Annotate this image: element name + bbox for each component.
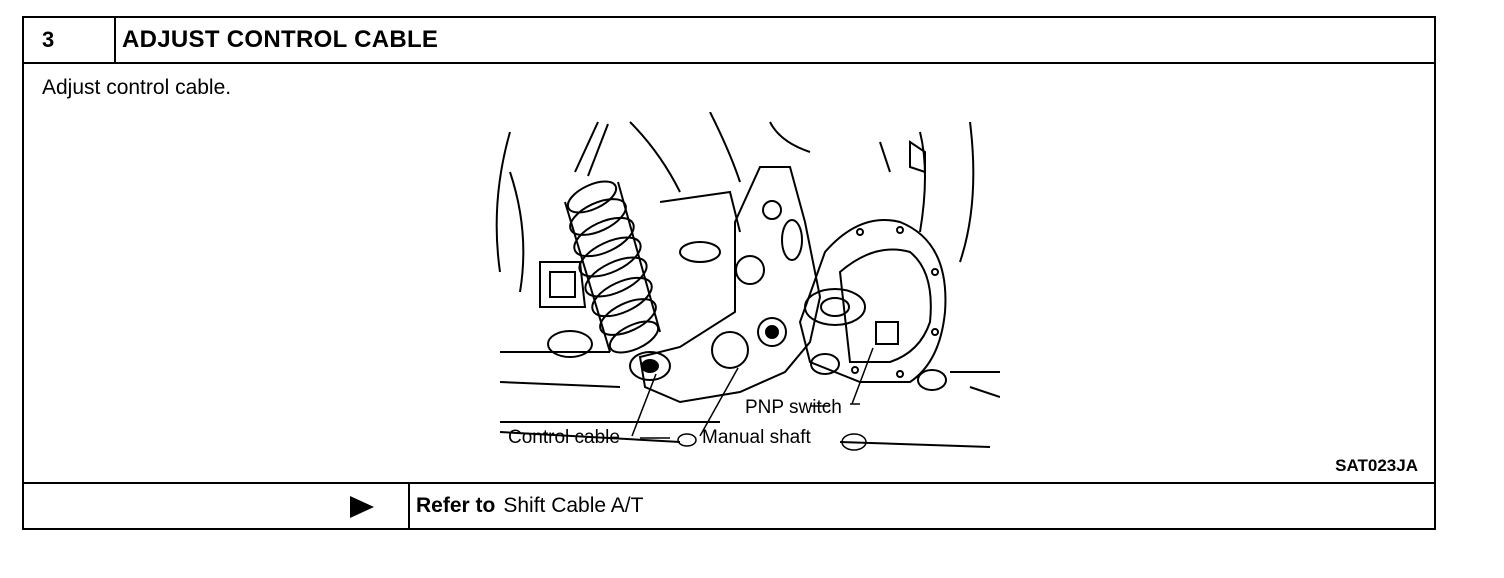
step-body-row: Adjust control cable. <box>24 64 1434 484</box>
label-control-cable: Control cable <box>508 427 620 448</box>
reference-text: Refer to Shift Cable A/T <box>416 484 643 528</box>
manual-shaft-lever <box>638 166 822 404</box>
control-cable-illustration: PNP switch Control cable Manual shaft <box>495 112 1000 451</box>
control-cable-boot <box>564 121 671 381</box>
procedure-table: 3 ADJUST CONTROL CABLE Adjust control ca… <box>22 16 1436 530</box>
pnp-switch-plate <box>798 219 947 391</box>
step-number: 3 <box>24 18 116 62</box>
step-title: ADJUST CONTROL CABLE <box>122 26 439 53</box>
leader-lines <box>631 347 874 451</box>
reference-row: Refer to Shift Cable A/T <box>24 484 1434 528</box>
instruction-text: Adjust control cable. <box>42 76 232 99</box>
refer-label: Refer to <box>416 494 496 517</box>
step-header-row: 3 ADJUST CONTROL CABLE <box>24 18 1434 64</box>
label-manual-shaft: Manual shaft <box>702 427 812 448</box>
refer-link-shift-cable[interactable]: Shift Cable A/T <box>503 494 644 517</box>
label-pnp-switch: PNP switch <box>745 397 842 418</box>
figure-code: SAT023JA <box>1335 456 1418 475</box>
arrow-cell <box>24 484 410 528</box>
right-triangle-arrow-icon <box>350 496 374 518</box>
